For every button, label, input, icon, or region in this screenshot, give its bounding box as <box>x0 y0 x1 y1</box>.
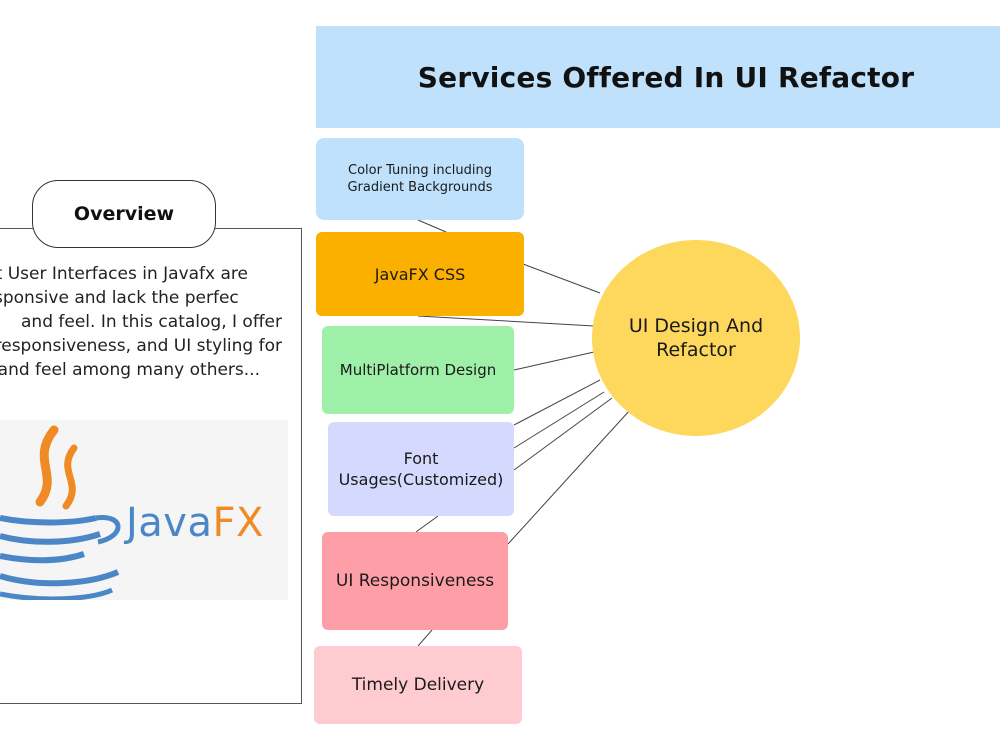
service-label: JavaFX CSS <box>374 264 466 284</box>
overview-line: responsiveness, and UI styling for <box>0 336 282 356</box>
javafx-logo-java: Java <box>126 500 213 546</box>
connector-responsiveness-to-delivery <box>417 629 433 647</box>
overview-line: t User Interfaces in Javafx are <box>0 264 248 284</box>
javafx-logo-text: JavaFX <box>126 500 264 546</box>
service-label: Color Tuning including Gradient Backgrou… <box>347 163 493 195</box>
connector-font-top-to-hub <box>513 379 601 426</box>
service-ui-responsiveness: UI Responsiveness <box>322 532 508 630</box>
overview-text: t User Interfaces in Javafx are sponsive… <box>0 262 294 382</box>
page-title: Services Offered In UI Refactor <box>417 60 915 94</box>
service-javafx-css: JavaFX CSS <box>316 232 524 316</box>
connector-javafx-css-bottom-to-hub <box>417 315 595 327</box>
service-multiplatform-design: MultiPlatform Design <box>322 326 514 414</box>
connector-multiplatform-to-hub <box>513 351 595 371</box>
overview-heading-pill: Overview <box>32 180 216 248</box>
overview-heading: Overview <box>73 203 175 225</box>
connector-responsiveness-to-hub <box>507 409 631 545</box>
connector-color-tuning-to-javafx-css <box>417 219 447 233</box>
service-label: MultiPlatform Design <box>339 361 497 379</box>
overview-line: and feel. In this catalog, I offer <box>21 312 282 332</box>
overview-line: sponsive and lack the perfec <box>0 288 239 308</box>
connector-font-low-to-hub <box>513 397 613 471</box>
service-timely-delivery: Timely Delivery <box>314 646 522 724</box>
javafx-logo-fx: FX <box>212 500 264 546</box>
service-font-usages: Font Usages(Customized) <box>328 422 514 516</box>
service-label: UI Responsiveness <box>335 571 495 591</box>
service-label: Timely Delivery <box>351 675 485 695</box>
hub-ui-design-refactor: UI Design And Refactor <box>592 240 800 436</box>
hub-label: UI Design And Refactor <box>628 315 764 361</box>
service-color-tuning: Color Tuning including Gradient Backgrou… <box>316 138 524 220</box>
java-cup-icon <box>0 425 121 602</box>
service-label: Font Usages(Customized) <box>338 449 504 489</box>
connector-font-to-responsiveness <box>415 515 439 533</box>
title-banner: Services Offered In UI Refactor <box>316 26 1000 128</box>
connector-font-mid-to-hub <box>513 391 605 449</box>
java-logo <box>0 420 288 602</box>
overview-line: and feel among many others... <box>0 360 260 380</box>
connector-javafx-css-to-hub <box>522 263 601 294</box>
